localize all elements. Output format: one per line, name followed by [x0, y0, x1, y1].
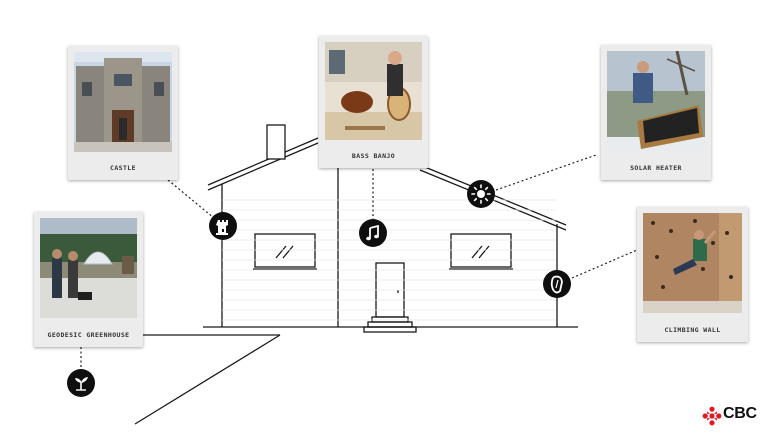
photo-card-castle: Castle	[68, 46, 178, 180]
seedling-icon	[67, 369, 95, 397]
photo-card-climbing-wall: Climbing wall	[637, 207, 748, 342]
climbing-wall-photo	[643, 213, 742, 313]
music-notes-icon	[359, 219, 387, 247]
cbc-gem-icon	[702, 406, 722, 426]
photo-card-geodesic-greenhouse: Geodesic greenhouse	[34, 212, 143, 347]
caption-geodesic-greenhouse: Geodesic greenhouse	[47, 331, 130, 339]
caption-climbing-wall: Climbing wall	[664, 326, 721, 334]
carabiner-icon	[543, 270, 571, 298]
photo-card-solar-heater: Solar heater	[601, 45, 711, 180]
photo-card-bass-banjo: Bass Banjo	[319, 36, 428, 168]
bass-banjo-photo	[325, 42, 422, 140]
geodesic-greenhouse-photo	[40, 218, 137, 318]
caption-bass-banjo: Bass Banjo	[351, 152, 396, 160]
castle-tower-icon	[209, 212, 237, 240]
castle-photo	[74, 52, 172, 152]
cbc-logo-text: CBC	[723, 405, 757, 422]
caption-solar-heater: Solar heater	[630, 164, 682, 172]
solar-heater-photo	[607, 51, 705, 151]
caption-castle: Castle	[110, 164, 136, 172]
sun-icon	[467, 180, 495, 208]
